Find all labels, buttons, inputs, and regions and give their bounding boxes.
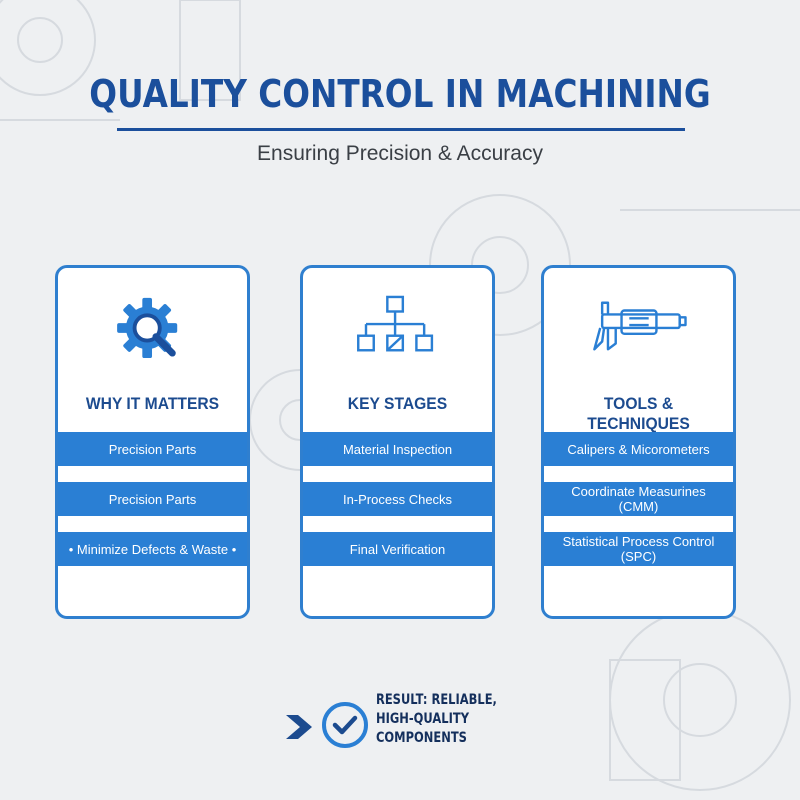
page-title: QUALITY CONTROL IN MACHINING xyxy=(89,72,711,116)
checkmark-circle-icon xyxy=(322,702,368,748)
list-item: Final Verification xyxy=(303,532,492,566)
page-subtitle: Ensuring Precision & Accuracy xyxy=(257,142,543,165)
result-text: RESULT: RELIABLE, HIGH-QUALITY COMPONENT… xyxy=(376,692,497,746)
card-key-stages: KEY STAGES Material Inspection In-Proces… xyxy=(300,265,495,619)
hierarchy-diagram-icon xyxy=(357,295,434,352)
chevron-right-icon xyxy=(286,715,312,739)
list-item: • Minimize Defects & Waste • xyxy=(58,532,247,566)
list-item: In-Process Checks xyxy=(303,482,492,516)
card-why-it-matters: WHY IT MATTERS Precision Parts Precision… xyxy=(55,265,250,619)
list-item: Precision Parts xyxy=(58,482,247,516)
list-item: Statistical Process Control (SPC) xyxy=(544,532,733,566)
card-title: TOOLS & TECHNIQUES xyxy=(587,394,690,433)
card-title: WHY IT MATTERS xyxy=(85,394,220,413)
list-item: Coordinate Measurines (CMM) xyxy=(544,482,733,516)
title-underline xyxy=(117,128,685,131)
list-item: Calipers & Micorometers xyxy=(544,432,733,466)
list-item: Precision Parts xyxy=(58,432,247,466)
caliper-icon xyxy=(593,301,687,351)
card-title: KEY STAGES xyxy=(347,394,448,413)
card-tools-techniques: TOOLS & TECHNIQUES Calipers & Micoromete… xyxy=(541,265,736,619)
gear-magnifier-icon xyxy=(117,297,178,359)
list-item: Material Inspection xyxy=(303,432,492,466)
